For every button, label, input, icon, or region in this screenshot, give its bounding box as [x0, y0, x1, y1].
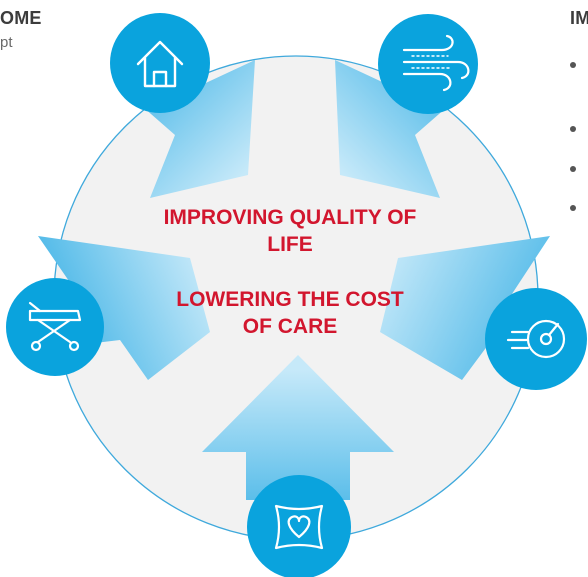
pillow-heart-icon	[274, 504, 324, 550]
left-column-text: pt	[0, 34, 13, 51]
node-right	[485, 288, 587, 390]
right-bullet-2	[570, 126, 576, 132]
node-left	[6, 278, 104, 376]
right-column-heading: IM	[570, 8, 588, 28]
left-column-heading: OME	[0, 8, 42, 28]
speed-gauge-icon	[506, 319, 566, 359]
right-bullet-3	[570, 166, 576, 172]
air-flow-icon	[402, 34, 470, 92]
house-icon	[136, 40, 184, 88]
stretcher-icon	[28, 301, 82, 352]
node-top-left	[110, 13, 210, 113]
arrow-bottom	[202, 355, 394, 500]
node-top-right	[378, 14, 478, 114]
right-bullet-1	[570, 62, 576, 68]
node-bottom	[247, 475, 351, 577]
message-quality-of-life: IMPROVING QUALITY OF LIFE	[163, 206, 417, 256]
message-cost-of-care: LOWERING THE COST OF CARE	[176, 288, 404, 338]
right-bullet-4	[570, 205, 576, 211]
